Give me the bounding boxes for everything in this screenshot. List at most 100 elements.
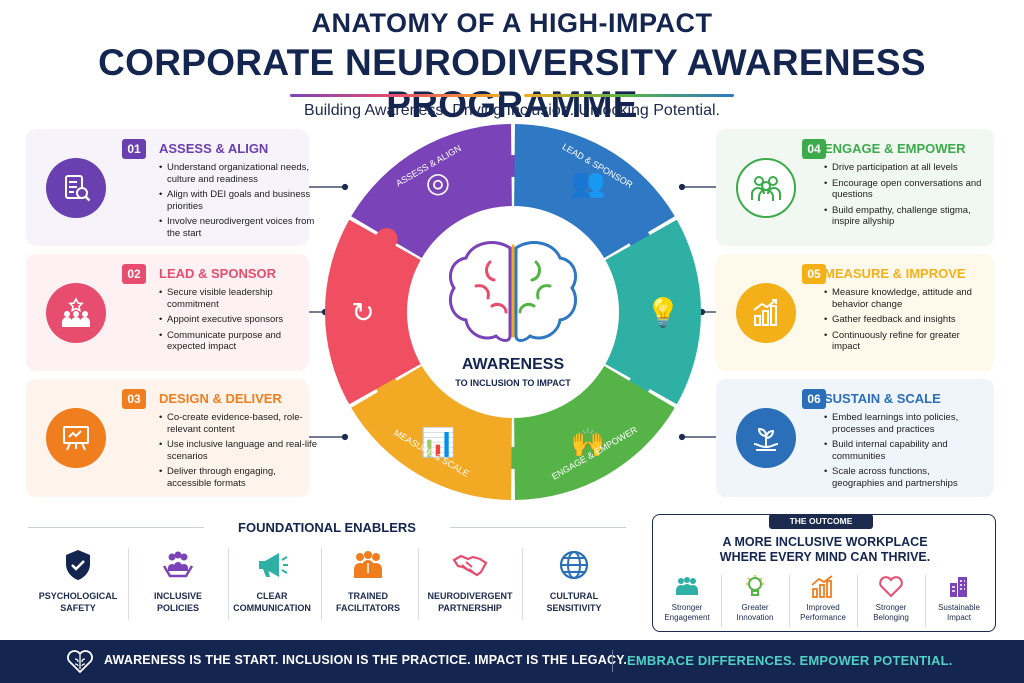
bullet: Gather feedback and insights (824, 314, 984, 326)
bullet: Appoint executive sponsors (159, 314, 319, 326)
megaphone-icon (224, 548, 320, 582)
ring-segment-label: ASSESS & ALIGN (394, 143, 463, 188)
enabler-label: POLICIES (156, 603, 199, 613)
step-title: SUSTAIN & SCALE (824, 391, 941, 406)
enabler-label: PARTNERSHIP (438, 603, 502, 613)
step-bullets: Understand organizational needs, culture… (159, 162, 319, 243)
plant-hands-icon (736, 408, 796, 468)
step-title: ASSESS & ALIGN (159, 141, 269, 156)
step-card-6: 06 SUSTAIN & SCALE Embed learnings into … (716, 379, 994, 497)
divider-left (290, 94, 500, 97)
bullet: Secure visible leadership commitment (159, 287, 319, 310)
people-group-icon (736, 157, 796, 218)
step-card-5: 05 MEASURE & IMPROVE Measure knowledge, … (716, 254, 994, 371)
step-number: 04 (802, 139, 826, 159)
subtitle: Building Awareness. Driving Inclusion. U… (304, 102, 720, 119)
ring-segment-label: ENGAGE & EMPOWER (550, 424, 639, 481)
step-card-1: 01 ASSESS & ALIGN Understand organizatio… (26, 129, 314, 246)
puzzle-knob (502, 447, 524, 469)
enabler-label: SENSITIVITY (546, 603, 602, 613)
hands-people-icon (130, 548, 226, 582)
separator (228, 548, 229, 620)
brain-icon (449, 241, 577, 342)
step-bullets: Embed learnings into policies, processes… (824, 412, 984, 493)
cheering-people-icon: 🙌 (571, 426, 606, 459)
outcome-tag: THE OUTCOME (769, 514, 873, 529)
outcome-label: Engagement (664, 613, 710, 622)
step-number: 05 (802, 264, 826, 284)
title-line-2: CORPORATE NEURODIVERSITY AWARENESS PROGR… (98, 42, 926, 125)
separator (321, 548, 322, 620)
puzzle-knob (375, 374, 398, 396)
ring-segment (351, 124, 512, 260)
step-bullets: Secure visible leadership commitment App… (159, 287, 319, 357)
ring-center-subtitle: TO INCLUSION TO IMPACT (455, 378, 571, 388)
step-number: 06 (802, 389, 826, 409)
globe-icon (526, 548, 622, 582)
outcome-label: Greater (741, 603, 769, 612)
bullet: Build empathy, challenge stigma, inspire… (824, 205, 984, 228)
enabler-label: CLEAR (256, 591, 288, 601)
bar-chart-icon (789, 573, 857, 601)
step-number: 03 (122, 389, 146, 409)
group-icon (653, 573, 721, 601)
step-card-4: 04 ENGAGE & EMPOWER Drive participation … (716, 129, 994, 246)
bullet: Scale across functions, geographies and … (824, 466, 984, 489)
enabler-label: FACILITATORS (336, 603, 400, 613)
ring-segment (325, 219, 423, 405)
bar-growth-icon: 📊 (421, 426, 456, 459)
footer-banner: AWARENESS IS THE START. INCLUSION IS THE… (0, 640, 1024, 683)
outcome-label: Improved (806, 603, 840, 612)
ring-segment (603, 219, 701, 405)
buildings-icon (925, 573, 993, 601)
divider (28, 527, 204, 528)
separator (612, 650, 613, 672)
cycle-arrows-icon: ↻ (351, 296, 374, 329)
step-number: 01 (122, 139, 146, 159)
step-bullets: Co-create evidence-based, role-relevant … (159, 412, 319, 493)
title-line-1: ANATOMY OF A HIGH-IMPACT (311, 8, 713, 38)
bullet: Align with DEI goals and business priori… (159, 189, 319, 212)
outcome-label: Impact (946, 613, 971, 622)
puzzle-knob (628, 228, 651, 250)
step-title: LEAD & SPONSOR (159, 266, 277, 281)
heart-icon (857, 573, 925, 601)
outcome-heading: A MORE INCLUSIVE WORKPLACE (722, 535, 928, 549)
bullet: Continuously refine for greater impact (824, 330, 984, 353)
step-title: ENGAGE & EMPOWER (824, 141, 966, 156)
ring-center-title: AWARENESS (461, 356, 565, 373)
divider-right (524, 94, 734, 97)
team-icon: 👥 (571, 166, 606, 199)
outcome-label: Belonging (873, 613, 909, 622)
separator (418, 548, 419, 620)
checklist-search-icon (46, 157, 106, 218)
outcome-label: Sustainable (938, 603, 980, 612)
enabler-label: COMMUNICATION (233, 603, 311, 613)
bullet: Drive participation at all levels (824, 162, 984, 174)
step-card-3: 03 DESIGN & DELIVER Co-create evidence-b… (26, 379, 317, 497)
ring-segment-label: LEAD & SPONSOR (561, 141, 635, 190)
separator (857, 575, 858, 627)
bullet: Communicate purpose and expected impact (159, 330, 319, 353)
bullet: Encourage open conversations and questio… (824, 178, 984, 201)
ring-segment (514, 124, 675, 260)
outcome-label: Performance (800, 613, 846, 622)
outcome-label: Innovation (736, 613, 774, 622)
target-icon: ◎ (426, 166, 450, 199)
separator (925, 575, 926, 627)
separator (128, 548, 129, 620)
connectors (309, 183, 716, 441)
ring-segments: ◎ASSESS & ALIGN👥LEAD & SPONSOR💡🙌ENGAGE &… (325, 124, 701, 500)
divider (450, 527, 626, 528)
heart-brain-icon (66, 648, 94, 679)
enabler-label: SAFETY (60, 603, 96, 613)
